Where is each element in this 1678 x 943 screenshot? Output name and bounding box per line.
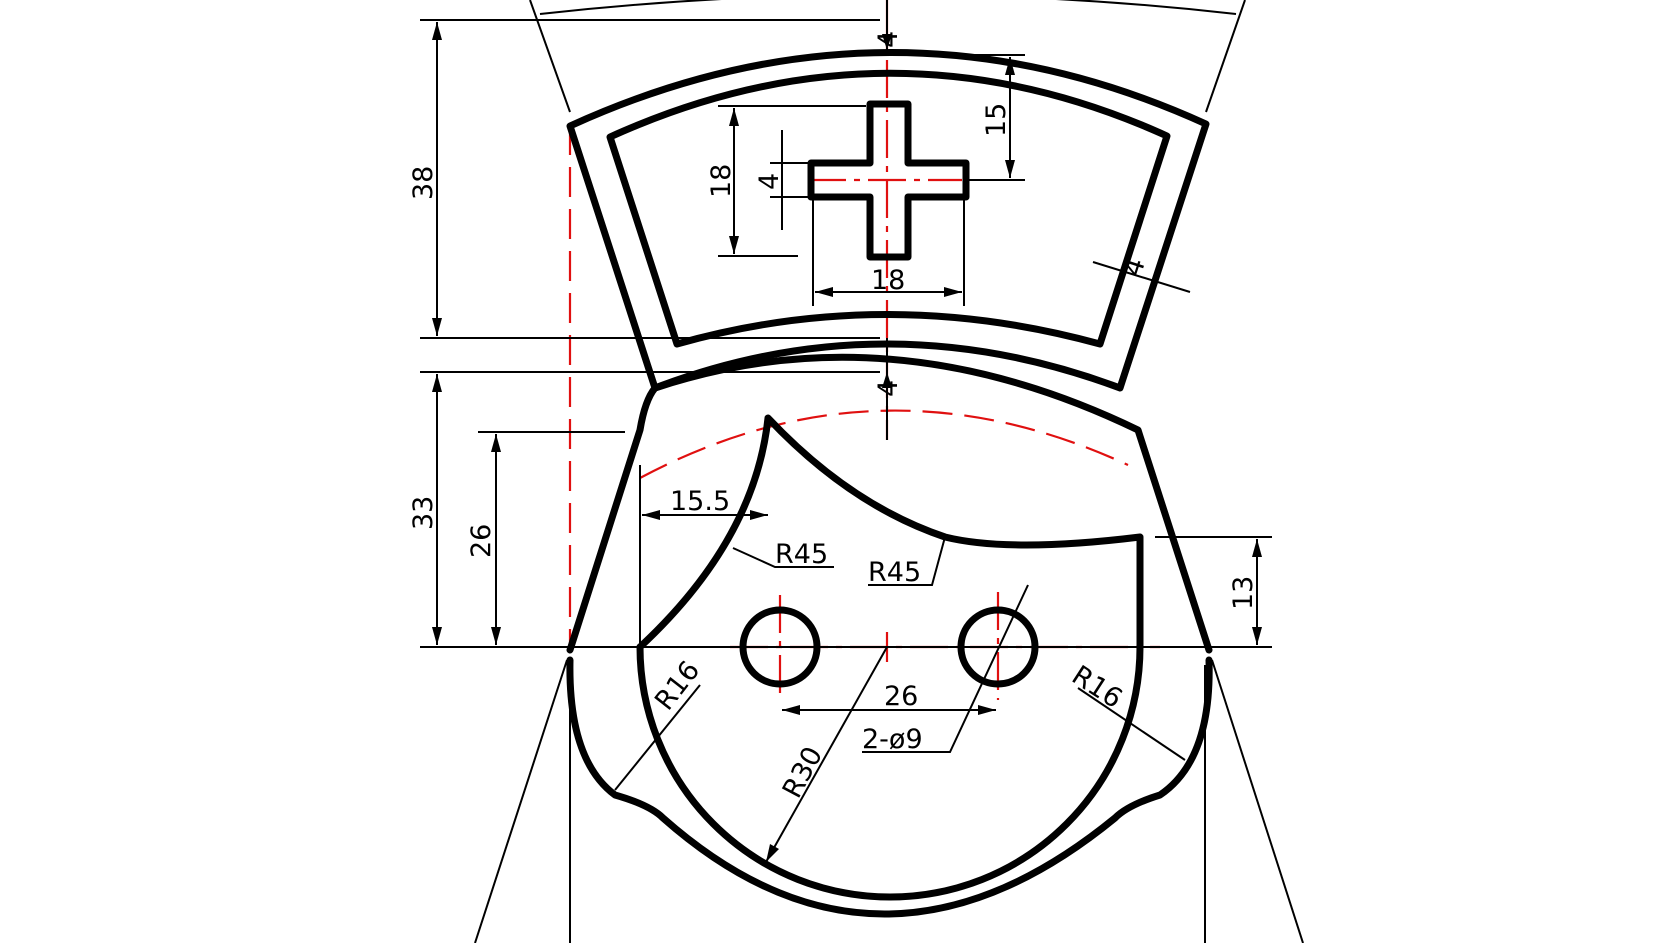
leader-r30	[765, 646, 888, 863]
dim-side-4	[1092, 261, 1191, 293]
label-height-33: 33	[408, 496, 439, 530]
face-circle	[636, 643, 1144, 901]
cross-shape	[807, 100, 970, 261]
arrow-15-top	[1005, 57, 1015, 75]
label-cross-height: 18	[706, 164, 737, 198]
arrow-26-bottom	[491, 627, 501, 645]
arrow-gap4	[882, 372, 892, 388]
left-outer-ray	[529, 0, 571, 113]
label-face-radius: R30	[777, 742, 829, 803]
arrow-26e-left	[782, 705, 800, 715]
arrow-155-left	[642, 510, 660, 520]
hat-outer-outline	[566, 49, 1210, 392]
label-radius-right-hair: R45	[868, 557, 921, 588]
label-cross-width: 18	[871, 265, 905, 296]
hat-inner-outline	[606, 69, 1171, 348]
leader-r45-left	[732, 547, 834, 568]
label-eye-spacing: 26	[884, 681, 918, 712]
leader-r16-left	[614, 684, 701, 791]
label-height-13: 13	[1228, 576, 1259, 610]
leader-r45-right	[868, 536, 946, 586]
label-top-thickness: 4	[873, 31, 904, 48]
arrow-38-bottom	[432, 318, 442, 336]
leader-2-phi9	[862, 584, 1029, 753]
arrow-18v-bottom	[729, 236, 739, 254]
head-outer-outline	[566, 353, 1213, 654]
top-angle-arc	[539, 0, 1237, 15]
right-outer-ray	[1205, 0, 1246, 113]
arrow-38-top	[432, 22, 442, 40]
arrow-13-bottom	[1252, 627, 1262, 645]
arrow-33-bottom	[432, 627, 442, 645]
arrow-26-top	[491, 434, 501, 452]
label-radius-right-cheek: R16	[1066, 660, 1127, 715]
label-height-38: 38	[408, 166, 439, 200]
label-cross-arm-width: 4	[754, 173, 785, 190]
arrow-r30	[766, 844, 779, 862]
arrow-155-right	[750, 510, 768, 520]
arrow-33-top	[432, 374, 442, 392]
hair-reference-arc	[639, 409, 1129, 479]
arrow-top4	[882, 34, 892, 50]
label-radius-left-hair: R45	[775, 539, 828, 570]
lower-head-outline	[566, 656, 1213, 918]
label-offset-15-5: 15.5	[670, 486, 730, 517]
hair-outline	[636, 414, 1144, 651]
arrow-15-bottom	[1005, 160, 1015, 178]
label-radius-left-cheek: R16	[649, 655, 706, 716]
label-height-26: 26	[466, 524, 497, 558]
dimension-lines	[420, 0, 1304, 943]
outlines	[566, 49, 1213, 918]
arrowheads	[432, 22, 1262, 862]
arrow-18v-top	[729, 108, 739, 126]
label-cross-offset: 15	[981, 103, 1012, 137]
leader-r16-right	[1077, 687, 1186, 761]
arrow-13-top	[1252, 539, 1262, 557]
arrow-18h-right	[944, 287, 962, 297]
label-eye-diameter: 2-ø9	[862, 724, 923, 755]
right-lower-ray	[1211, 659, 1304, 943]
arrow-18h-left	[815, 287, 833, 297]
dimension-labels: 4 15 18 4 18 4 38 4 33 26 15.5 R45 R45 1…	[408, 31, 1259, 803]
arrow-26e-right	[978, 705, 996, 715]
left-lower-ray	[474, 659, 568, 943]
label-gap-4: 4	[873, 380, 904, 397]
